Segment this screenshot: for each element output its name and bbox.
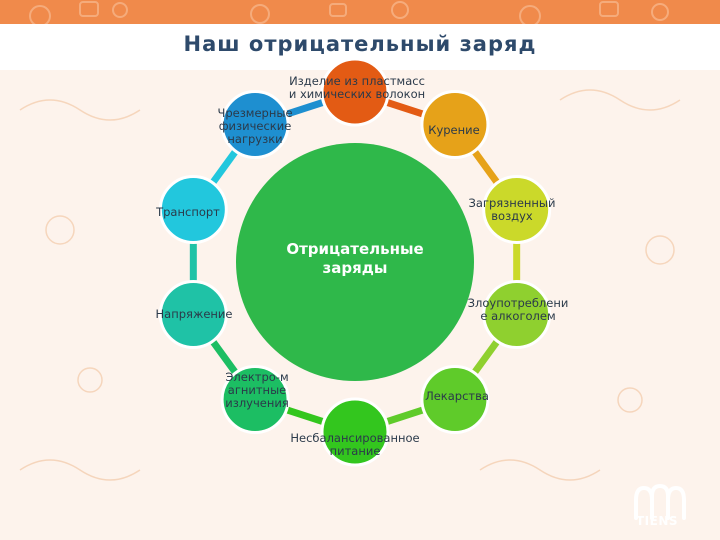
factor-label: Электро-м агнитные излучения	[225, 370, 289, 410]
factor-label: Изделие из пластмасс и химических волоко…	[288, 74, 426, 101]
factor-label: Напряжение	[155, 307, 233, 321]
tiens-logo-icon	[634, 483, 686, 520]
factor-node	[482, 280, 552, 350]
factor-label: Лекарства	[425, 389, 489, 403]
factor-node	[420, 89, 490, 159]
factor-node	[158, 174, 228, 244]
center-label: Отрицательные заряды	[286, 240, 424, 277]
factor-label: Транспорт	[156, 205, 220, 219]
center-circle	[236, 143, 474, 381]
factor-node	[158, 280, 228, 350]
factor-node	[482, 174, 552, 244]
factor-label: Злоупотреблени е алкоголем	[467, 296, 569, 323]
factor-label: Загрязненный воздух	[468, 196, 556, 223]
factor-label: Курение	[428, 123, 480, 137]
factor-label: Чрезмерные физические нагрузки	[217, 106, 293, 146]
slide-title: Наш отрицательный заряд	[183, 32, 537, 56]
factor-label: Несбалансированное питание	[290, 431, 420, 458]
logo-text: TIENS	[635, 514, 679, 528]
factor-node	[320, 397, 390, 467]
factor-node	[220, 365, 290, 435]
factor-node	[420, 365, 490, 435]
factor-node	[220, 89, 290, 159]
factor-node	[320, 57, 390, 127]
